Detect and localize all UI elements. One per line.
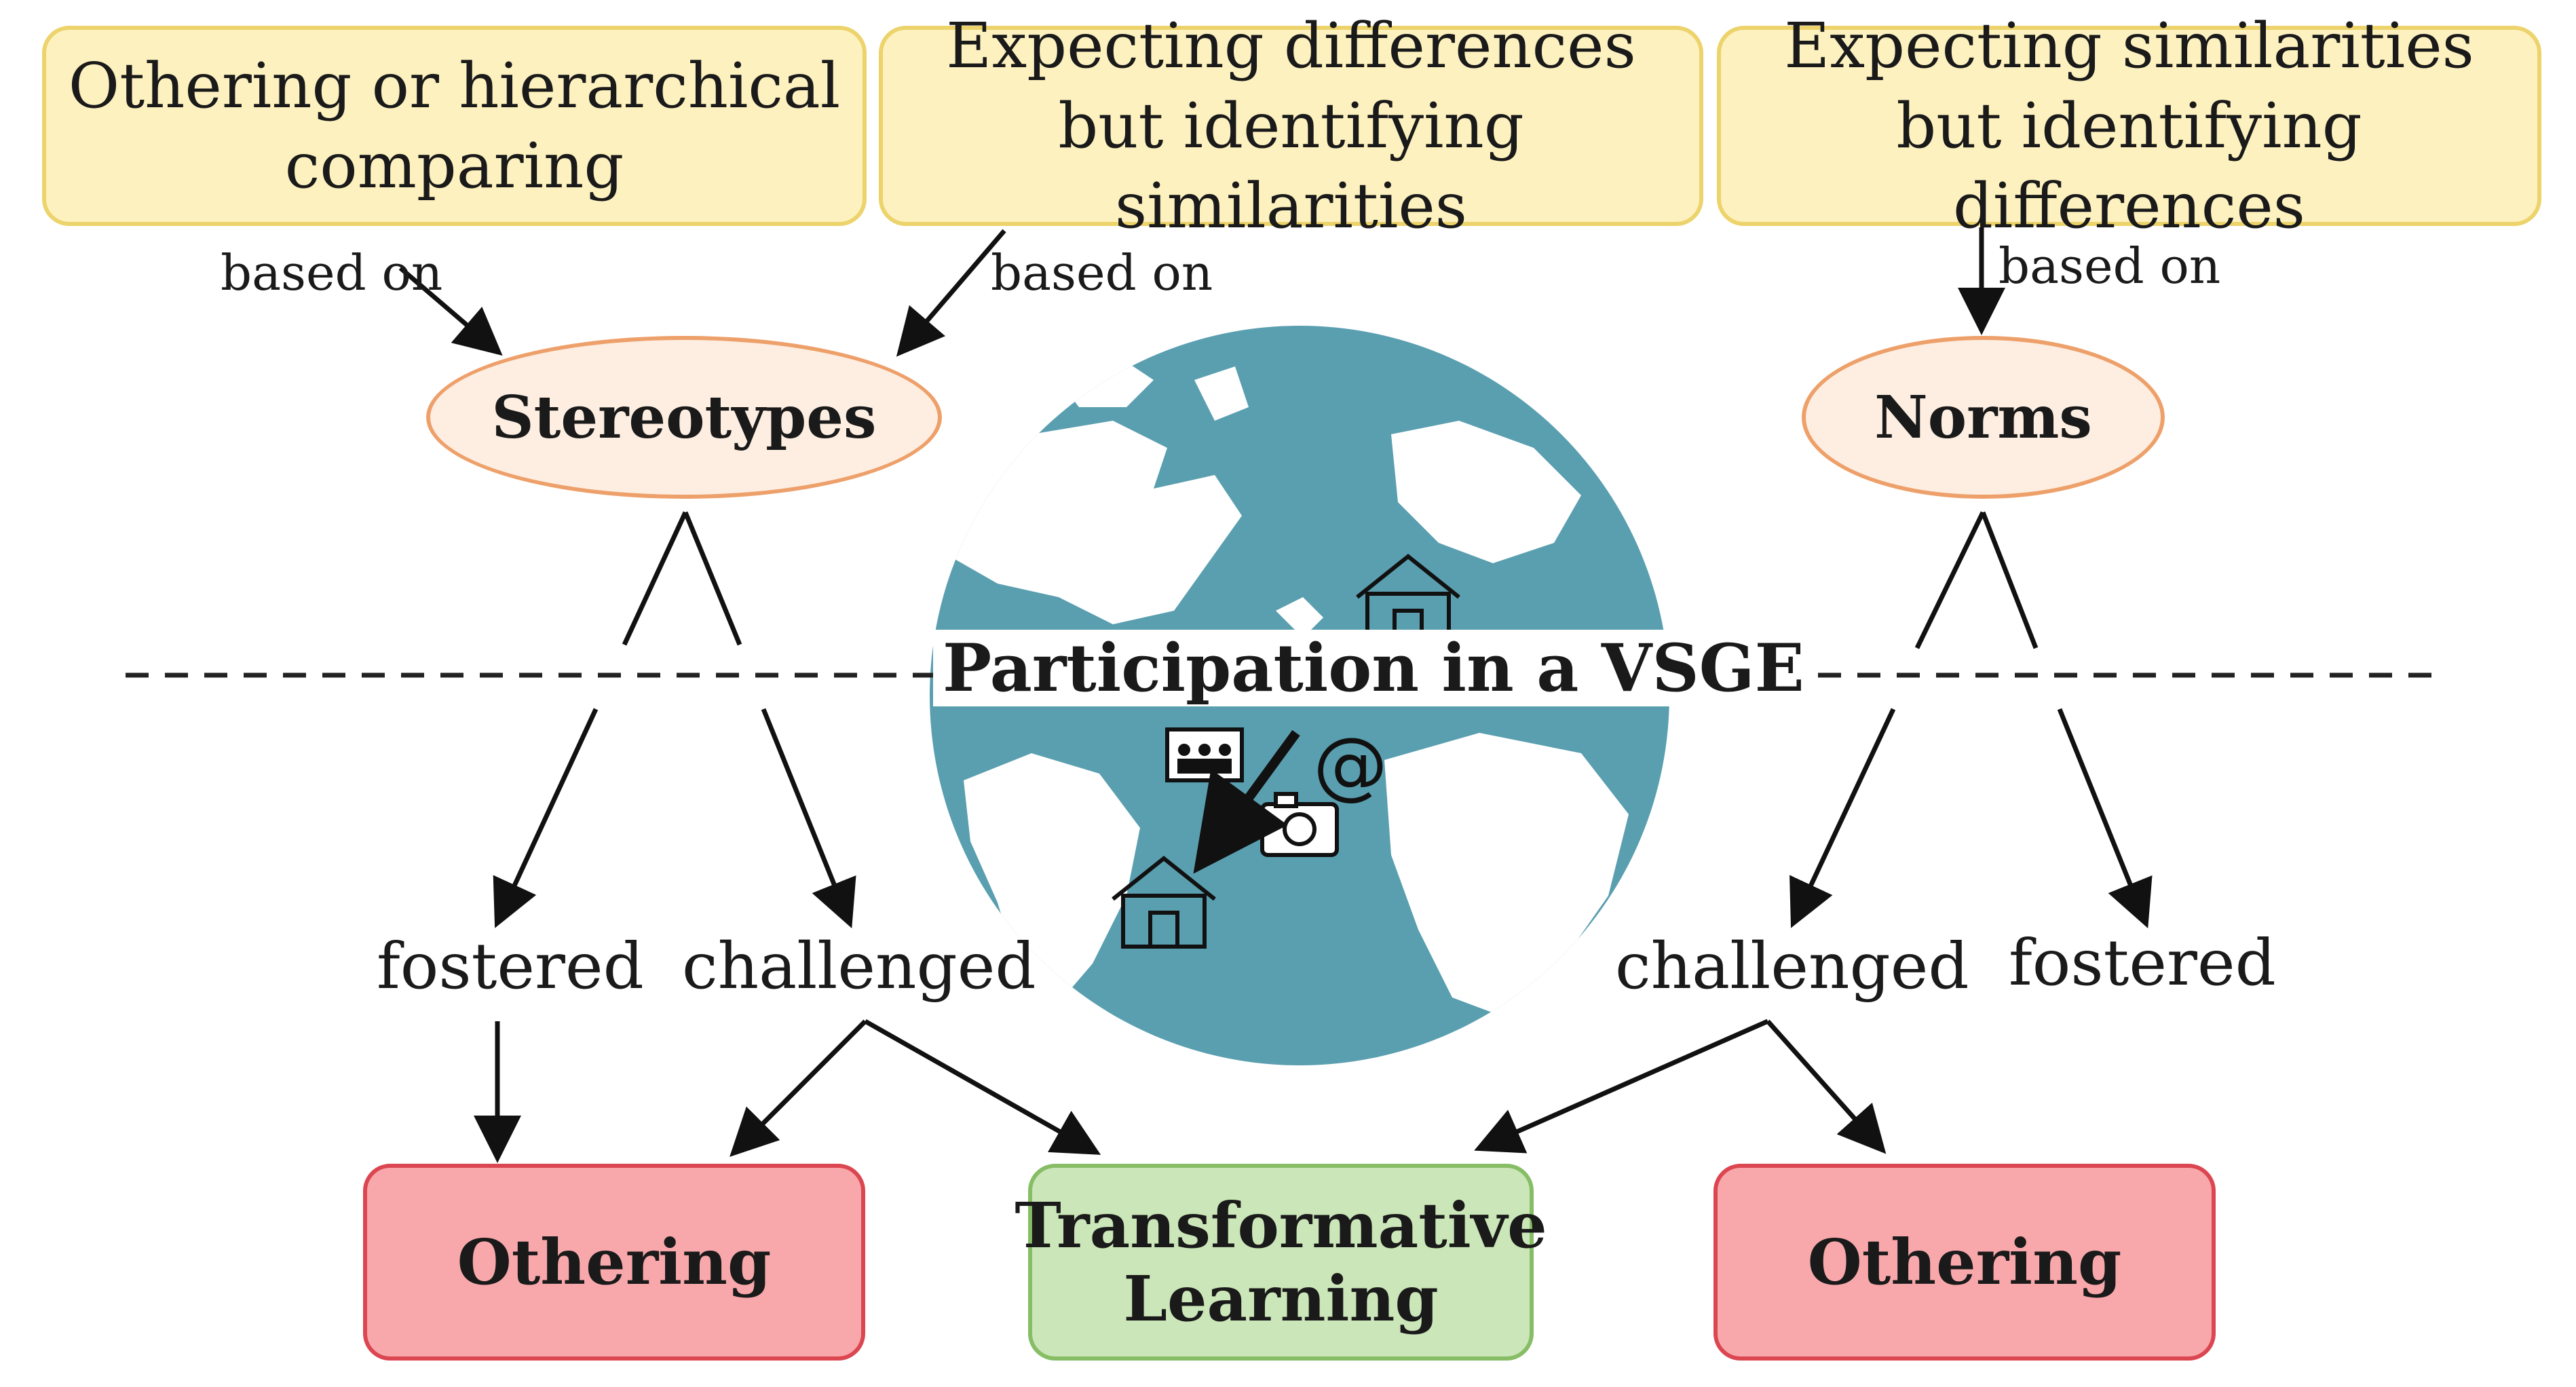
arrow-based-on-middle — [896, 229, 1006, 357]
tree-left-stem-a — [622, 511, 688, 646]
participation-title: Participation in a VSGE — [933, 630, 1814, 706]
arrow-challenged-right-to-transformative — [1474, 1019, 1769, 1154]
based-on-label-middle: based on — [991, 244, 1213, 301]
based-on-label-right: based on — [1999, 238, 2221, 294]
arrow-challenged-left-to-transformative — [864, 1019, 1101, 1155]
othering-box-right: Othering — [1713, 1164, 2216, 1361]
arrow-challenged-left-to-othering — [730, 1019, 867, 1157]
at-sign-icon: @ — [1313, 721, 1388, 808]
transformative-label-line2: Learning — [1123, 1262, 1439, 1335]
norms-node: Norms — [1802, 336, 2165, 499]
transformative-learning-box: Transformative Learning — [1015, 1164, 1547, 1361]
othering-comparing-text: Othering or hierarchical comparing — [68, 49, 841, 202]
othering-comparing-box: Othering or hierarchical comparing — [42, 26, 867, 226]
tree-right-stem-a — [1914, 511, 1986, 649]
expecting-similarities-text: Expecting similarities but identifying d… — [1784, 9, 2474, 242]
expecting-similarities-box: Expecting similarities but identifying d… — [1717, 10, 2541, 242]
group-photo-icon — [1165, 727, 1244, 782]
fostered-label-left: fostered — [377, 930, 644, 1004]
challenged-label-left: challenged — [682, 930, 1036, 1004]
arrow-left-challenged — [761, 708, 856, 928]
othering-label-right: Othering — [1807, 1226, 2122, 1299]
arrow-right-challenged — [1789, 708, 1896, 928]
othering-label-left: Othering — [457, 1226, 772, 1299]
arrow-right-fostered — [2057, 708, 2153, 928]
challenged-label-right: challenged — [1615, 930, 1969, 1004]
othering-box-left: Othering — [363, 1164, 865, 1361]
tree-right-stem-b — [1980, 511, 2039, 649]
norms-label: Norms — [1874, 383, 2092, 452]
fostered-label-right: fostered — [2009, 926, 2276, 1000]
tree-left-stem-b — [683, 511, 742, 646]
camera-icon — [1260, 792, 1339, 857]
stereotypes-label: Stereotypes — [491, 383, 877, 452]
arrow-based-on-left — [398, 266, 503, 356]
arrow-left-fostered — [493, 708, 599, 928]
expecting-differences-text: Expecting differences but identifying si… — [946, 9, 1636, 242]
transformative-label-line1: Transformative — [1015, 1189, 1547, 1262]
expecting-differences-box: Expecting differences but identifying si… — [879, 10, 1703, 242]
house-icon — [1112, 856, 1216, 949]
arrow-challenged-right-to-othering — [1766, 1019, 1887, 1154]
globe-arrow — [1193, 729, 1300, 874]
stereotypes-node: Stereotypes — [426, 336, 942, 499]
based-on-label-left: based on — [221, 244, 443, 301]
